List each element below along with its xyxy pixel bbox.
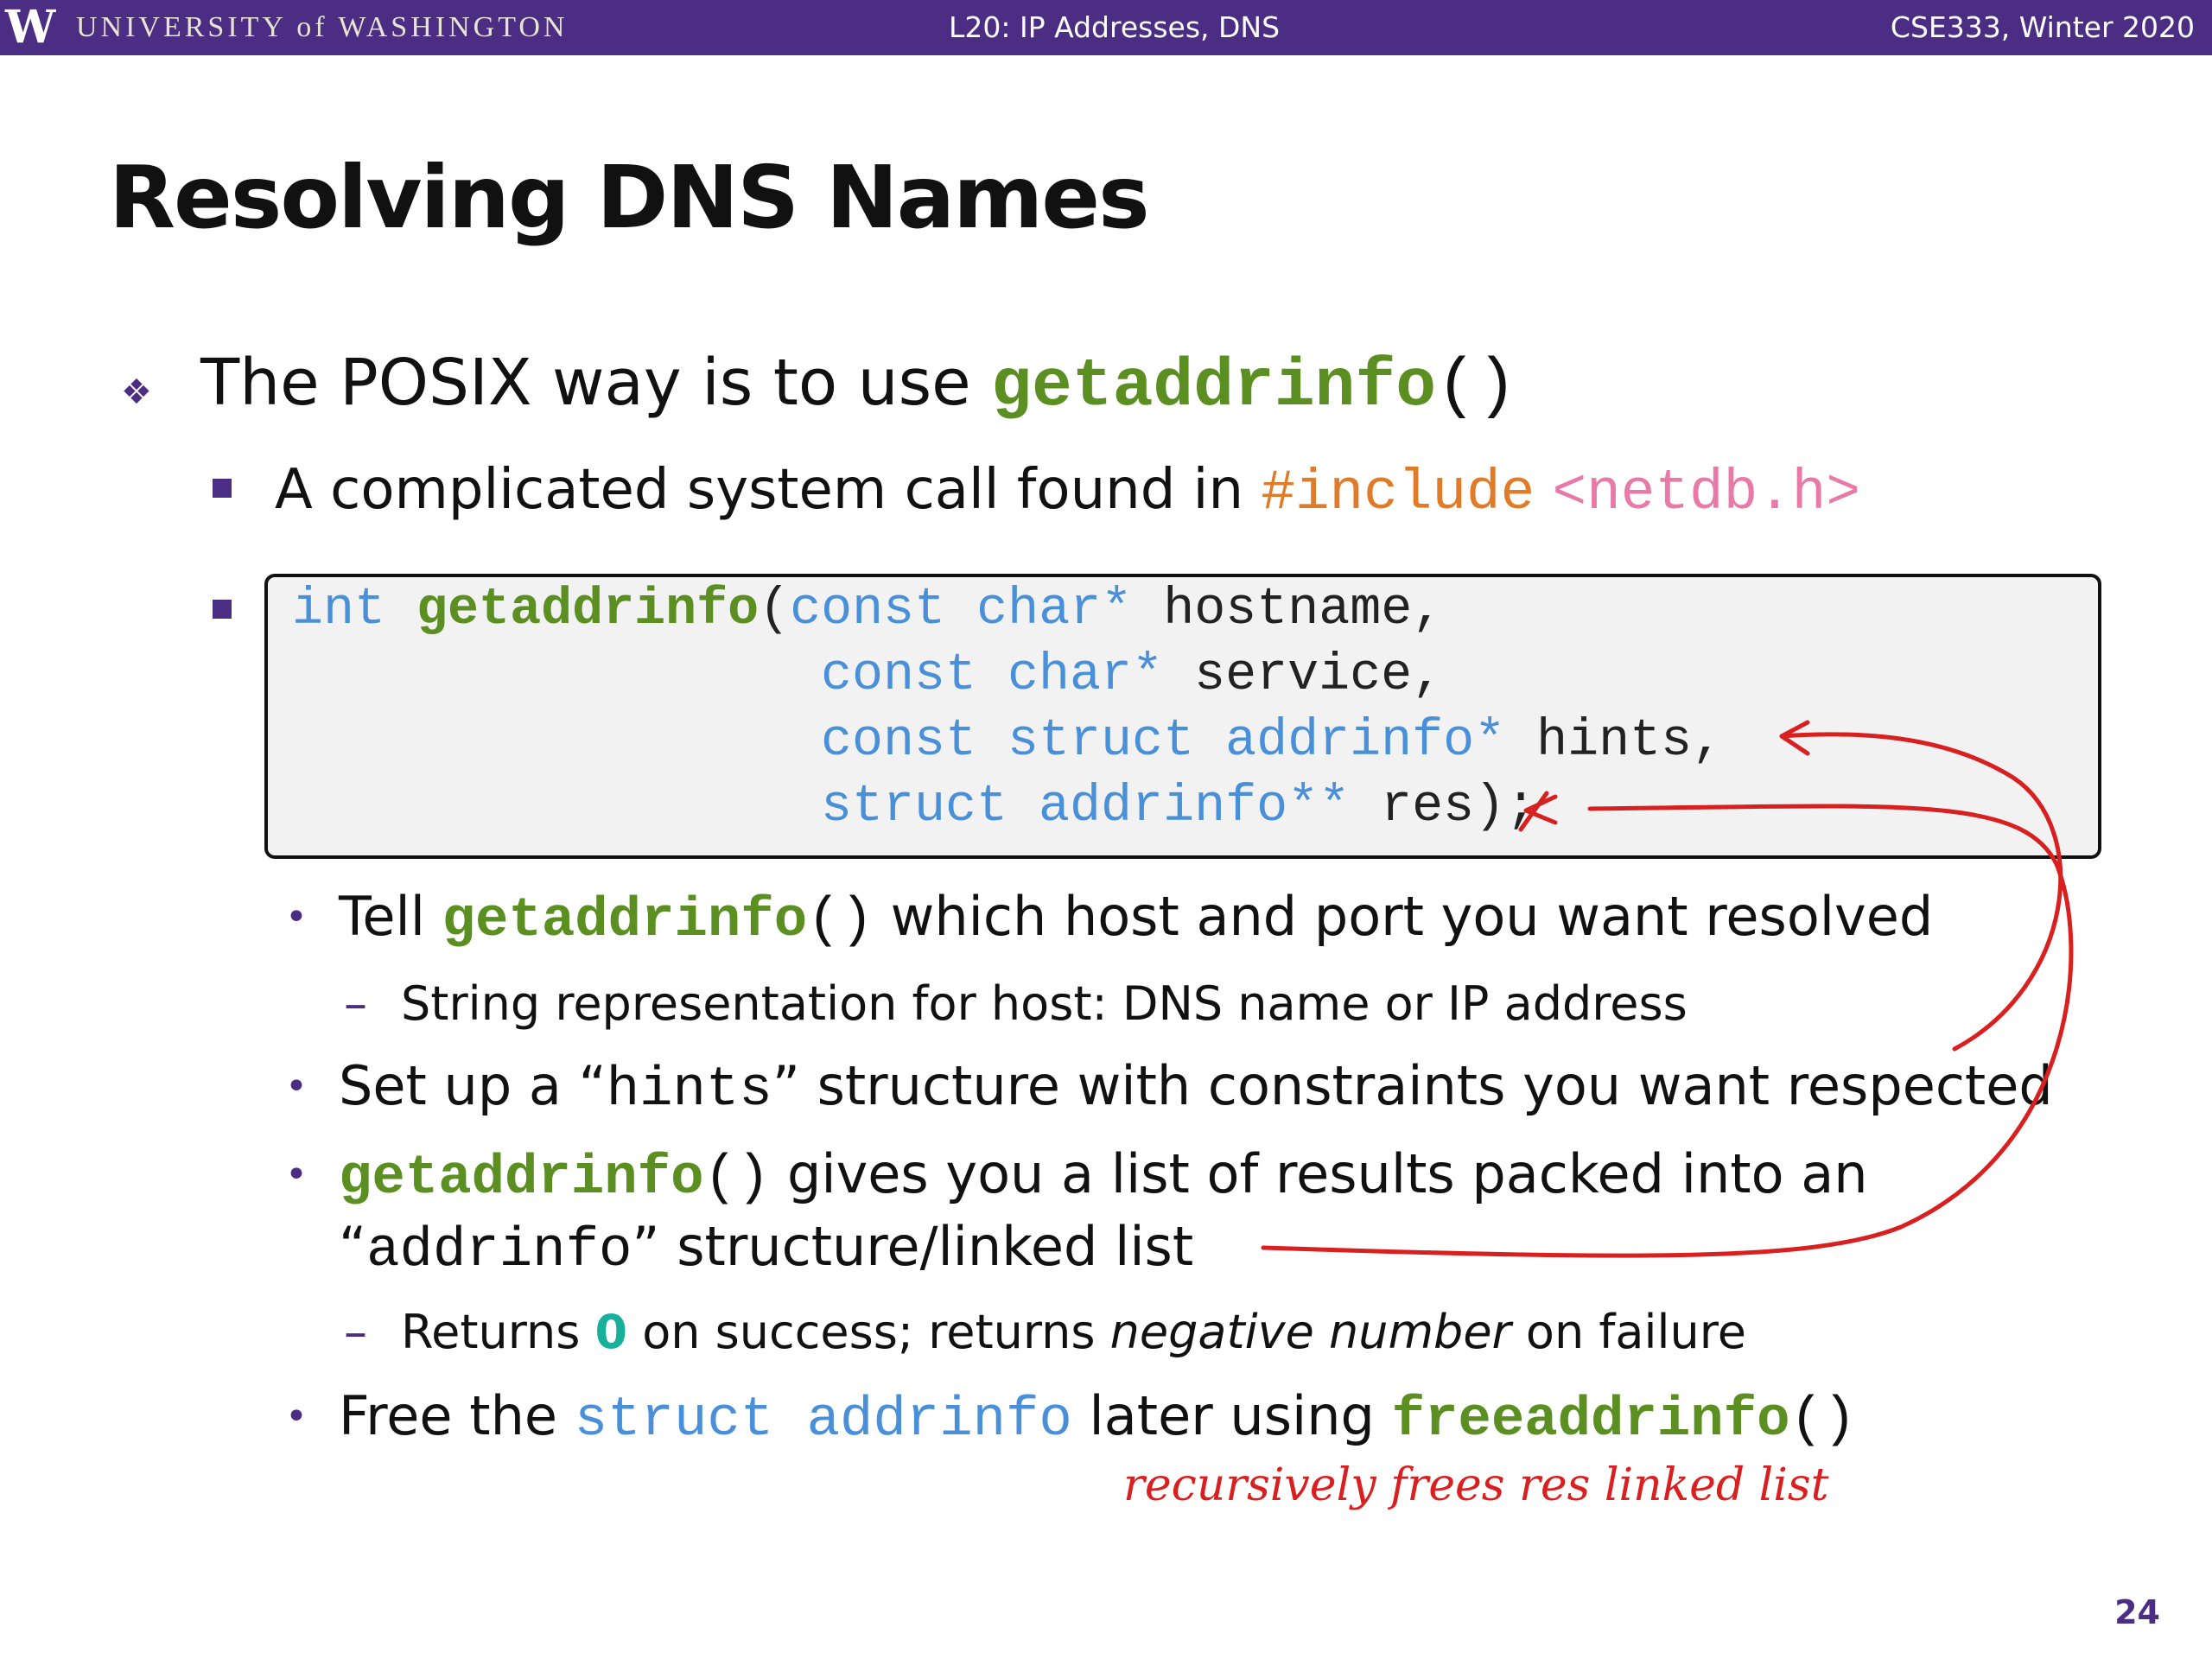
slide-title: Resolving DNS Names (109, 147, 1150, 248)
dash-bullet-icon: – (344, 1305, 367, 1359)
bullet-posix: The POSIX way is to use getaddrinfo() (200, 346, 1517, 425)
dash-bullet-icon: – (344, 976, 367, 1031)
sub-bullet-tell: Tell getaddrinfo() which host and port y… (339, 885, 1934, 952)
sub-bullet-results: getaddrinfo() gives you a list of result… (339, 1142, 1868, 1210)
square-bullet-icon (213, 479, 232, 498)
sub-sub-returns: Returns 0 on success; returns negative n… (401, 1305, 1746, 1359)
handwritten-note: recursively frees res linked list (1123, 1459, 1829, 1511)
sub-bullet-free: Free the struct addrinfo later using fre… (339, 1384, 1857, 1452)
code-box (264, 574, 2101, 859)
dot-bullet-icon: • (285, 1153, 308, 1197)
code-line-2: const char* service, (821, 646, 1444, 705)
dot-bullet-icon: • (285, 1065, 308, 1109)
bullet-text: A complicated system call found in (275, 458, 1262, 522)
header-bar: W UNIVERSITY of WASHINGTON L20: IP Addre… (0, 0, 2212, 55)
dot-bullet-icon: • (285, 1395, 308, 1439)
code-line-3: const struct addrinfo* hints, (821, 712, 1724, 771)
bullet-include: A complicated system call found in #incl… (275, 458, 1860, 525)
dot-bullet-icon: • (285, 895, 308, 939)
function-name: getaddrinfo (991, 349, 1437, 425)
university-name: UNIVERSITY of WASHINGTON (76, 11, 569, 43)
include-directive: #include (1261, 461, 1535, 525)
course-name: CSE333, Winter 2020 (1890, 10, 2195, 44)
page-number: 24 (2114, 1593, 2160, 1631)
sub-sub-string-rep: String representation for host: DNS name… (401, 976, 1688, 1031)
lecture-title: L20: IP Addresses, DNS (949, 10, 1281, 44)
header-file: <netdb.h> (1552, 461, 1861, 525)
bullet-text: The POSIX way is to use (200, 346, 992, 420)
sub-bullet-hints: Set up a “hints” structure with constrai… (339, 1054, 2053, 1122)
square-bullet-icon (213, 600, 232, 619)
code-line-4: struct addrinfo** res); (821, 778, 1537, 836)
parens: () (1436, 349, 1517, 425)
uw-logo: W (5, 1, 56, 54)
sub-bullet-results-line2: “addrinfo” structure/linked list (339, 1215, 1194, 1282)
code-line-1: int getaddrinfo(const char* hostname, (292, 581, 1444, 639)
diamond-bullet-icon: ❖ (121, 372, 152, 412)
